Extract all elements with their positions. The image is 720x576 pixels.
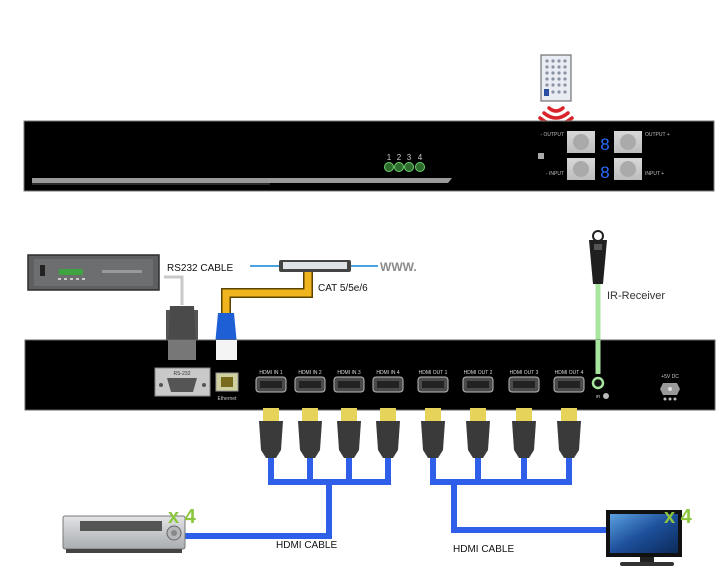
ir-receiver — [589, 230, 607, 284]
tv-display — [606, 510, 682, 566]
svg-text:1: 1 — [387, 153, 392, 162]
hdmi-in-3-port[interactable]: HDMI IN 3 — [333, 370, 365, 393]
rj45-plug-body — [216, 340, 237, 360]
input-minus-button-cap — [573, 161, 589, 177]
remote-control — [540, 54, 572, 102]
svg-text:HDMI IN 4: HDMI IN 4 — [376, 370, 400, 376]
hdmi-cable-right-label: HDMI CABLE — [453, 544, 514, 555]
svg-text:HDMI OUT 3: HDMI OUT 3 — [510, 370, 539, 376]
input-plus-label: INPUT + — [645, 171, 664, 177]
hdmi-output-cable-tree — [430, 458, 608, 533]
hdmi-plug — [421, 408, 445, 458]
www-label: WWW. — [380, 260, 417, 274]
hdmi-input-plugs — [259, 408, 400, 458]
input-plus-button-cap — [620, 161, 636, 177]
hdmi-plug — [337, 408, 361, 458]
network-switch — [279, 260, 351, 272]
dvd-player-source — [62, 515, 186, 553]
ir-port[interactable]: IR — [591, 376, 609, 399]
led-3: 3 — [404, 153, 414, 172]
hdmi-input-ports: HDMI IN 1 HDMI IN 2 HDMI IN 3 HDMI IN 4 — [255, 370, 404, 393]
hdmi-plug — [376, 408, 400, 458]
power-port-label: +5V DC — [661, 374, 679, 380]
matrix-rear-panel — [24, 339, 716, 411]
output-minus-button-cap — [573, 134, 589, 150]
ir-port-label: IR — [596, 394, 601, 399]
rs232-port-label: RS-232 — [174, 371, 191, 377]
hdmi-in-1-port[interactable]: HDMI IN 1 — [255, 370, 287, 393]
hdmi-plug — [512, 408, 536, 458]
display-multiplier: x 4 — [664, 506, 693, 528]
ethernet-port[interactable]: Ethernet — [215, 372, 239, 402]
svg-text:HDMI OUT 2: HDMI OUT 2 — [464, 370, 493, 376]
source-multiplier: x 4 — [168, 506, 197, 528]
input-minus-label: - INPUT — [546, 171, 564, 177]
rs232-port[interactable]: RS-232 — [154, 367, 211, 397]
hdmi-plug — [298, 408, 322, 458]
hdmi-in-2-port[interactable]: HDMI IN 2 — [294, 370, 326, 393]
led-4: 4 — [415, 153, 425, 172]
hdmi-cable-left-label: HDMI CABLE — [276, 540, 337, 551]
cat-cable — [222, 272, 312, 316]
hdmi-out-3-port[interactable]: HDMI OUT 3 — [508, 370, 540, 393]
ir-receiver-label: IR-Receiver — [607, 290, 665, 302]
output-minus-label: - OUTPUT — [540, 132, 564, 138]
output-plus-label: OUTPUT + — [645, 132, 670, 138]
led-2: 2 — [394, 153, 404, 172]
led-1: 1 — [384, 153, 394, 172]
svg-text:HDMI IN 3: HDMI IN 3 — [337, 370, 361, 376]
svg-text:4: 4 — [418, 153, 423, 162]
power-port[interactable]: +5V DC — [660, 374, 680, 401]
db9-plug-body — [168, 340, 196, 360]
matrix-front-panel — [23, 120, 715, 192]
svg-text:2: 2 — [397, 153, 402, 162]
svg-text:HDMI OUT 4: HDMI OUT 4 — [555, 370, 584, 376]
svg-text:HDMI IN 2: HDMI IN 2 — [298, 370, 322, 376]
output-display: 8 — [600, 135, 609, 154]
svg-text:3: 3 — [407, 153, 412, 162]
hdmi-output-plugs — [421, 408, 581, 458]
front-controls: - OUTPUT OUTPUT + - INPUT INPUT + 8 8 — [538, 131, 670, 182]
ethernet-port-label: Ethernet — [218, 396, 238, 402]
hdmi-out-2-port[interactable]: HDMI OUT 2 — [462, 370, 494, 393]
rs232-cable-label: RS232 CABLE — [167, 263, 233, 274]
hdmi-in-4-port[interactable]: HDMI IN 4 — [372, 370, 404, 393]
hdmi-out-1-port[interactable]: HDMI OUT 1 — [417, 370, 449, 393]
hdmi-plug — [557, 408, 581, 458]
svg-text:HDMI OUT 1: HDMI OUT 1 — [419, 370, 448, 376]
hdmi-input-cable-tree — [185, 458, 391, 539]
rs232-cable — [164, 275, 184, 305]
front-leds: 1 2 3 4 — [384, 153, 425, 172]
hdmi-out-4-port[interactable]: HDMI OUT 4 — [553, 370, 585, 393]
svg-text:HDMI IN 1: HDMI IN 1 — [259, 370, 283, 376]
cat-cable-label: CAT 5/5e/6 — [318, 283, 368, 294]
output-plus-button-cap — [620, 134, 636, 150]
rs232-controller-device — [27, 254, 160, 291]
hdmi-plug — [466, 408, 490, 458]
ir-window-icon — [538, 153, 544, 159]
hdmi-output-ports: HDMI OUT 1 HDMI OUT 2 HDMI OUT 3 HDMI OU… — [417, 370, 585, 393]
input-display: 8 — [600, 163, 609, 182]
hdmi-plug — [259, 408, 283, 458]
